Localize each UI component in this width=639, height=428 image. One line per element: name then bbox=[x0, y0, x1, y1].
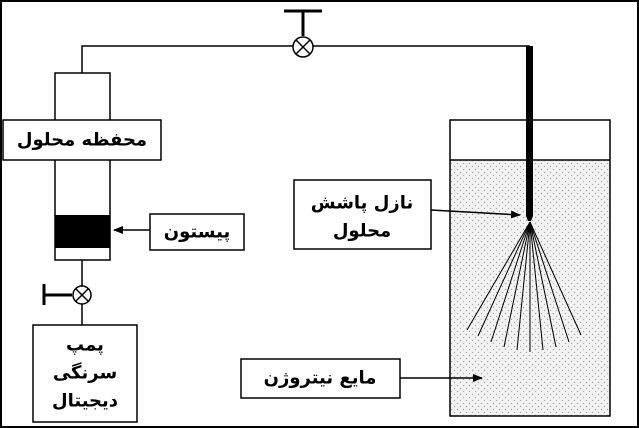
spray-nozzle-text-line1: نازل پاشش bbox=[311, 193, 413, 214]
solution-chamber-text: محفظه محلول bbox=[17, 130, 147, 151]
nozzle-tube bbox=[526, 46, 533, 216]
syringe-pump-text-line3: دیجیتال bbox=[52, 391, 118, 412]
syringe-pump-text-line2: سرنگی bbox=[53, 362, 117, 384]
piston-text: پیستون bbox=[164, 222, 230, 243]
syringe-pump-label: پمپ سرنگی دیجیتال bbox=[32, 324, 138, 423]
liquid-nitrogen-label: مایع نیتروژن bbox=[240, 358, 401, 399]
spray-nozzle-text-line2: محلول bbox=[333, 221, 391, 242]
valve-icon bbox=[284, 9, 322, 58]
spray-lines bbox=[466, 221, 582, 352]
solution-chamber-label: محفظه محلول bbox=[2, 119, 162, 161]
nozzle-tip bbox=[526, 216, 533, 221]
spray-nozzle-label: نازل پاشش محلول bbox=[293, 179, 432, 250]
nozzle-arrow bbox=[430, 209, 521, 219]
valve-icon bbox=[42, 284, 92, 305]
liquid-nitrogen-text: مایع نیتروژن bbox=[264, 368, 377, 389]
syringe-pump-text-line1: پمپ bbox=[66, 335, 104, 356]
piston-block bbox=[55, 215, 110, 248]
piston-label: پیستون bbox=[149, 213, 245, 251]
